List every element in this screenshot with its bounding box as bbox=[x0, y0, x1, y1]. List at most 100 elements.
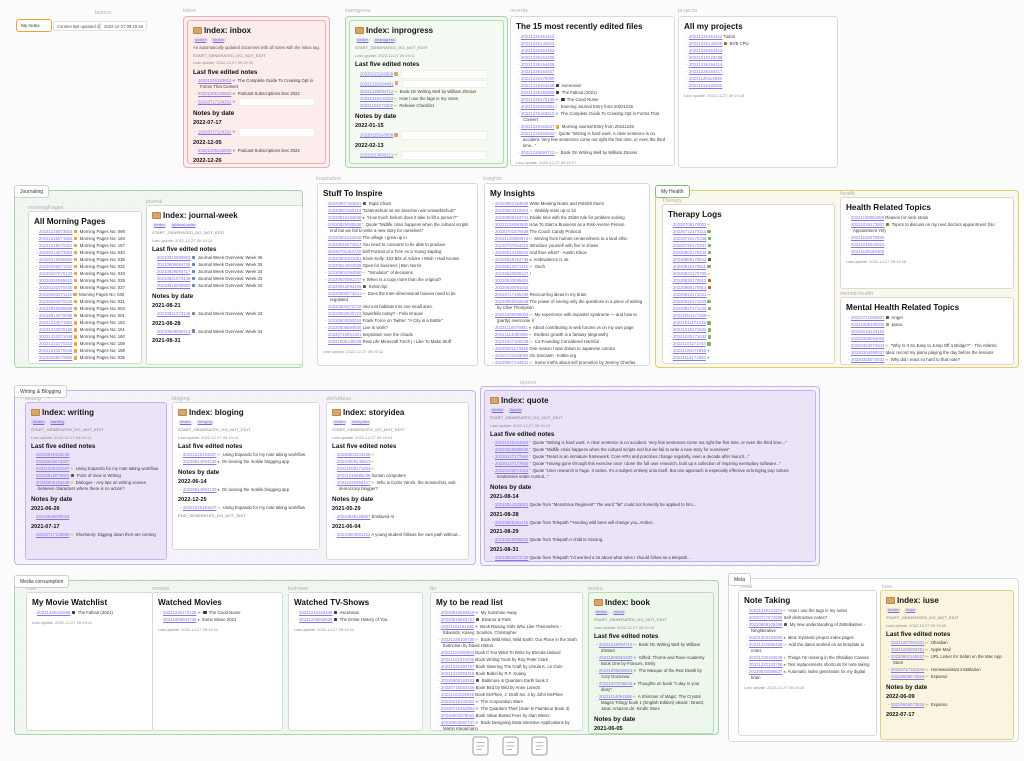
note-link[interactable]: 20221101171744 bbox=[672, 341, 706, 347]
note-link[interactable]: 20220719152951 bbox=[440, 706, 475, 712]
note-link[interactable]: 20220909145523 bbox=[336, 459, 371, 465]
note-link[interactable]: 20221225152658 bbox=[36, 610, 71, 615]
note-link[interactable]: 20221218164446 bbox=[520, 83, 555, 89]
note-link[interactable]: 20221018171522 bbox=[672, 327, 707, 333]
note-link[interactable]: 20210821073148 bbox=[156, 311, 191, 317]
note-link[interactable]: 20221219070312 bbox=[38, 243, 73, 249]
note-link[interactable]: 20221025171633 bbox=[672, 334, 707, 340]
note-link[interactable]: 20221216141104 bbox=[748, 608, 783, 613]
note-link[interactable]: 20220207070133 bbox=[38, 271, 73, 277]
note-link[interactable]: 20220204070225 bbox=[38, 299, 73, 305]
note-link[interactable]: 20221222071048 bbox=[38, 334, 73, 340]
note-link[interactable]: 20220902040723 bbox=[327, 311, 362, 317]
note-link[interactable]: 20221226100730 bbox=[440, 637, 475, 643]
card-stuff-to-inspire[interactable]: Stuff To Inspire-20220907164831 Rigid Ch… bbox=[317, 183, 478, 366]
note-link[interactable]: 20220816170611 bbox=[672, 264, 707, 270]
note-link[interactable]: 20210828090313 bbox=[156, 328, 191, 334]
note-link[interactable]: 20210829084717 bbox=[156, 269, 191, 275]
note-link[interactable]: 20220701162749 bbox=[327, 249, 362, 255]
note-link[interactable]: 20221224071902 bbox=[38, 320, 73, 326]
note-link[interactable]: 20221016044912 bbox=[850, 242, 885, 248]
tag-chip[interactable]: #index bbox=[152, 222, 168, 228]
note-link[interactable]: 20220823170705 bbox=[672, 271, 707, 277]
note-link[interactable]: 20221226163610 bbox=[197, 77, 232, 83]
tag-chip[interactable]: #inprogress bbox=[372, 37, 397, 43]
tag-chip[interactable]: #book bbox=[611, 609, 627, 615]
note-link[interactable]: 20220627144631 bbox=[494, 360, 529, 366]
tag-chip[interactable]: #iuse bbox=[903, 607, 917, 613]
note-link[interactable]: 20220820091347 bbox=[327, 277, 362, 283]
note-link[interactable]: 20220518063727 bbox=[440, 617, 475, 623]
note-link[interactable]: 20221004171309 bbox=[672, 313, 707, 319]
note-link[interactable]: 20220630091042 bbox=[494, 285, 529, 291]
card-recently-edited[interactable]: The 15 most recently edited files-202212… bbox=[510, 16, 675, 166]
note-link[interactable]: 20220830085637 bbox=[748, 669, 783, 675]
note-link[interactable]: 20221205163603 bbox=[197, 90, 232, 96]
note-link[interactable]: 20221008171003 bbox=[336, 466, 371, 472]
card-health-topics[interactable]: Health Related Topics-20221108084358 Rea… bbox=[840, 197, 1014, 289]
file-icon[interactable] bbox=[502, 736, 519, 756]
note-link[interactable]: 20220707064316 bbox=[494, 243, 529, 249]
note-link[interactable]: 20221226172135 bbox=[520, 97, 555, 103]
note-link[interactable]: 20221226164417 bbox=[688, 69, 723, 75]
card-to-be-read-list[interactable]: My to be read list-20220616093619✈ My Su… bbox=[430, 592, 583, 731]
tag-chip[interactable]: #bloging bbox=[195, 419, 215, 425]
note-link[interactable]: 20221221070310 bbox=[38, 341, 73, 347]
group-tab-meta-outer[interactable]: Meta bbox=[728, 573, 752, 586]
note-link[interactable]: 20220609073816 bbox=[890, 674, 925, 680]
note-link[interactable]: 20220802170442 bbox=[672, 250, 707, 256]
note-link[interactable]: 20221226164405 bbox=[520, 55, 555, 61]
note-link[interactable]: 20221009095003 bbox=[494, 312, 529, 318]
note-link[interactable]: 20220822150124 bbox=[327, 208, 362, 214]
note-link[interactable]: 20220717185236 bbox=[494, 292, 529, 298]
note-link[interactable]: 20220726093934 bbox=[851, 364, 884, 365]
file-icon[interactable] bbox=[531, 736, 548, 756]
card-watched-tv-shows[interactable]: Watched TV-Shows-20221218164446 Ascensio… bbox=[288, 592, 423, 731]
note-link[interactable]: 20221010123038 bbox=[688, 55, 723, 61]
note-link[interactable]: 20221104173302 bbox=[359, 103, 394, 109]
note-link[interactable]: 20220503074641 bbox=[327, 291, 362, 297]
note-link[interactable]: 20220618164748 bbox=[494, 257, 529, 263]
note-link[interactable]: 20221218164446 bbox=[298, 610, 333, 615]
note-link[interactable]: 20220901094850 bbox=[327, 270, 362, 276]
note-link[interactable]: 20221226164412 bbox=[520, 34, 555, 39]
note-link[interactable]: 20220825085536 bbox=[327, 222, 362, 228]
note-link[interactable]: 20221007045043 bbox=[598, 681, 633, 687]
note-link[interactable]: 20221114064556 bbox=[598, 694, 632, 700]
tag-chip[interactable]: #index bbox=[178, 419, 194, 425]
group-tab-media-consumption[interactable]: Media consumption bbox=[14, 575, 70, 588]
note-link[interactable]: 20220719170236 bbox=[672, 236, 707, 242]
note-link[interactable]: 20221102078938 bbox=[850, 235, 885, 241]
card-all-morning-pages[interactable]: All Morning Pages-20221226073816 Morning… bbox=[28, 211, 142, 364]
note-link[interactable]: 20220609073816 bbox=[890, 702, 925, 708]
tag-chip[interactable]: #index bbox=[490, 407, 506, 413]
note-link[interactable]: 20220323074944 bbox=[850, 343, 885, 349]
note-link[interactable]: 20221220070245 bbox=[38, 348, 73, 354]
note-link[interactable]: 20220508094530 bbox=[327, 325, 362, 331]
card-movie-watchlist[interactable]: My Movie Watchlist-20221225152658 The Fa… bbox=[26, 592, 153, 731]
note-link[interactable]: 20220626073307 bbox=[35, 459, 70, 465]
note-link[interactable]: 20220502101051 bbox=[327, 256, 362, 262]
card-my-insights[interactable]: My Insights-20220902164646 Write Meeting… bbox=[484, 183, 650, 366]
note-link[interactable]: 20221226164412 bbox=[688, 34, 723, 39]
note-link[interactable]: 20221226093251 bbox=[890, 647, 925, 653]
note-link[interactable]: 20221225191637 bbox=[35, 466, 70, 472]
tag-chip[interactable]: #index bbox=[886, 607, 902, 613]
note-link[interactable]: 20221126080873 bbox=[494, 236, 529, 242]
note-link[interactable]: 20221006051930 bbox=[598, 655, 633, 661]
tag-chip[interactable]: #quote bbox=[507, 407, 524, 413]
note-link[interactable]: 20210915070213 bbox=[39, 362, 72, 363]
note-link[interactable]: 20210912080903 bbox=[156, 255, 191, 260]
note-link[interactable]: 20221226164401 bbox=[359, 80, 394, 86]
group-tab-writing-blogging[interactable]: Writing & Blogging bbox=[14, 385, 68, 398]
note-link[interactable]: 20210604091212 bbox=[336, 531, 371, 537]
note-link[interactable]: 20220727074935 bbox=[748, 615, 783, 621]
card-watched-movies[interactable]: Watched Movies-20221226172135✈ The Good … bbox=[152, 592, 283, 731]
note-link[interactable]: 20220824210914 bbox=[494, 208, 529, 214]
card-therapy-logs[interactable]: Therapy Logs-20220705170002✏-20220712170… bbox=[662, 204, 835, 364]
tag-chip[interactable]: #index bbox=[193, 37, 209, 43]
